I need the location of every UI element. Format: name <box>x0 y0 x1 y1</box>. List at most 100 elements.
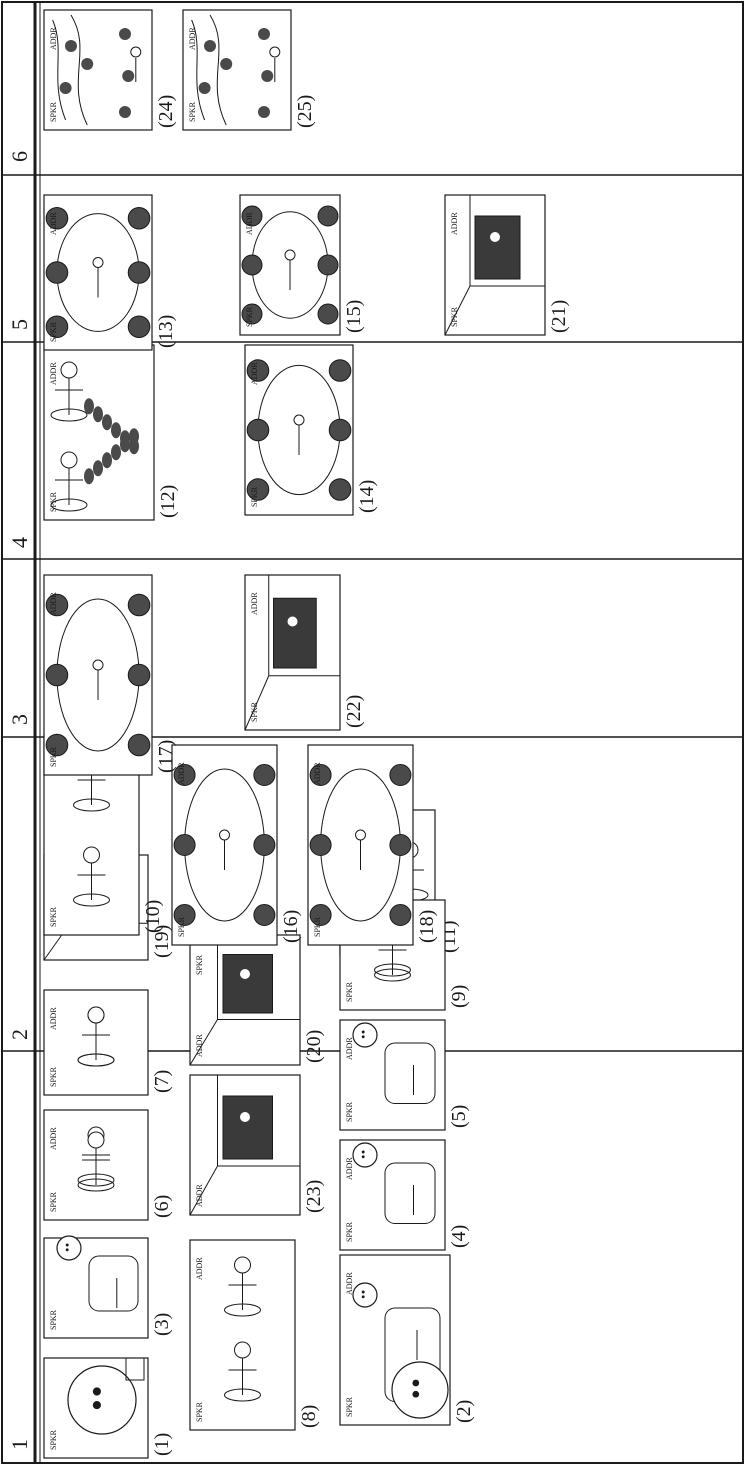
path-stone <box>129 428 139 444</box>
tree-blob <box>65 40 77 52</box>
panel-number: (25) <box>294 95 316 128</box>
role-label: ADDR <box>49 1007 58 1030</box>
panel-16: SPKR ADDR (16) <box>172 745 302 945</box>
tree-blob <box>258 106 270 118</box>
tree-blob <box>242 255 262 275</box>
role-label: SPKR <box>345 1101 354 1122</box>
role-label: ADDR <box>450 212 459 235</box>
panel-23: ADDR(23) <box>190 1075 325 1215</box>
role-label: ADDR <box>49 1127 58 1150</box>
tree-blob <box>254 765 275 786</box>
panel-number: (14) <box>356 480 378 513</box>
tree-blob <box>318 206 338 226</box>
tree-blob <box>128 316 150 338</box>
column-label: 5 <box>7 319 32 330</box>
tree-blob <box>128 734 150 756</box>
panel-number: (6) <box>151 1195 173 1218</box>
path-stone <box>84 468 94 484</box>
panel-number: (9) <box>448 985 470 1008</box>
large-face <box>353 1143 377 1167</box>
path-stone <box>111 444 121 460</box>
picture-frame <box>223 1096 273 1159</box>
tree-blob <box>258 28 270 40</box>
tree-blob <box>390 835 411 856</box>
role-label: ADDR <box>250 362 259 385</box>
tree-blob <box>128 262 150 284</box>
path-stone <box>93 406 103 422</box>
panel-number: (22) <box>343 695 365 728</box>
picture-frame <box>475 216 520 279</box>
panel-number: (3) <box>151 1313 173 1336</box>
role-label: ADDR <box>49 27 58 50</box>
role-label: ADDR <box>49 362 58 385</box>
tree-blob <box>128 207 150 229</box>
role-label: ADDR <box>177 762 186 785</box>
tree-blob <box>247 419 269 441</box>
path-stone <box>102 452 112 468</box>
role-label: SPKR <box>49 906 58 927</box>
role-label: ADDR <box>49 212 58 235</box>
tree-blob <box>119 28 131 40</box>
path-stone <box>84 398 94 414</box>
panel-number: (4) <box>448 1225 470 1248</box>
tree-blob <box>329 479 351 501</box>
tree-blob <box>318 304 338 324</box>
role-label: SPKR <box>49 491 58 512</box>
tree-blob <box>220 58 232 70</box>
panel-4: SPKR ADDR (4) <box>340 1140 470 1250</box>
tree-blob <box>254 905 275 926</box>
role-label: ADDR <box>49 592 58 615</box>
role-label: SPKR <box>250 701 259 722</box>
panel-3: SPKR(3) <box>44 1236 173 1338</box>
role-label: ADDR <box>345 1157 354 1180</box>
tree-blob <box>46 664 68 686</box>
column-label: 2 <box>7 1029 32 1040</box>
panel-number: (24) <box>155 95 177 128</box>
panel-14: SPKR ADDR (14) <box>245 345 378 515</box>
panel-21: SPKRADDR(21) <box>445 195 570 335</box>
role-label: SPKR <box>195 954 204 975</box>
role-label: ADDR <box>245 212 254 235</box>
panel-15: SPKRADDR(15) <box>240 195 365 335</box>
panel-number: (2) <box>453 1400 475 1423</box>
tree-blob <box>329 419 351 441</box>
role-label: SPKR <box>250 486 259 507</box>
role-label: ADDR <box>195 1257 204 1280</box>
role-label: SPKR <box>245 306 254 327</box>
large-face <box>353 1023 377 1047</box>
role-label: SPKR <box>49 1191 58 1212</box>
role-label: SPKR <box>49 1429 58 1450</box>
path-stone <box>102 414 112 430</box>
panel-number: (10) <box>142 900 164 933</box>
column-label: 3 <box>7 714 32 725</box>
tree-blob <box>390 905 411 926</box>
panel-6: SPKR ADDR (6) <box>44 1110 173 1220</box>
tree-blob <box>390 765 411 786</box>
tree-blob <box>261 70 273 82</box>
tree-blob <box>310 835 331 856</box>
tree-blob <box>199 82 211 94</box>
role-label: ADDR <box>313 762 322 785</box>
tree-blob <box>60 82 72 94</box>
role-label: SPKR <box>345 1396 354 1417</box>
tree-blob <box>128 594 150 616</box>
role-label: SPKR <box>177 916 186 937</box>
role-label: SPKR <box>345 1221 354 1242</box>
role-label: SPKR <box>188 101 197 122</box>
role-label: ADDR <box>345 1037 354 1060</box>
panel-number: (18) <box>416 910 438 943</box>
path-stone <box>120 436 130 452</box>
column-label: 4 <box>7 537 32 548</box>
panel-12: SPKRADDR(12) <box>44 345 179 520</box>
role-label: SPKR <box>49 101 58 122</box>
panel-number: (16) <box>280 910 302 943</box>
role-label: SPKR <box>195 1401 204 1422</box>
panel-number: (21) <box>548 300 570 333</box>
